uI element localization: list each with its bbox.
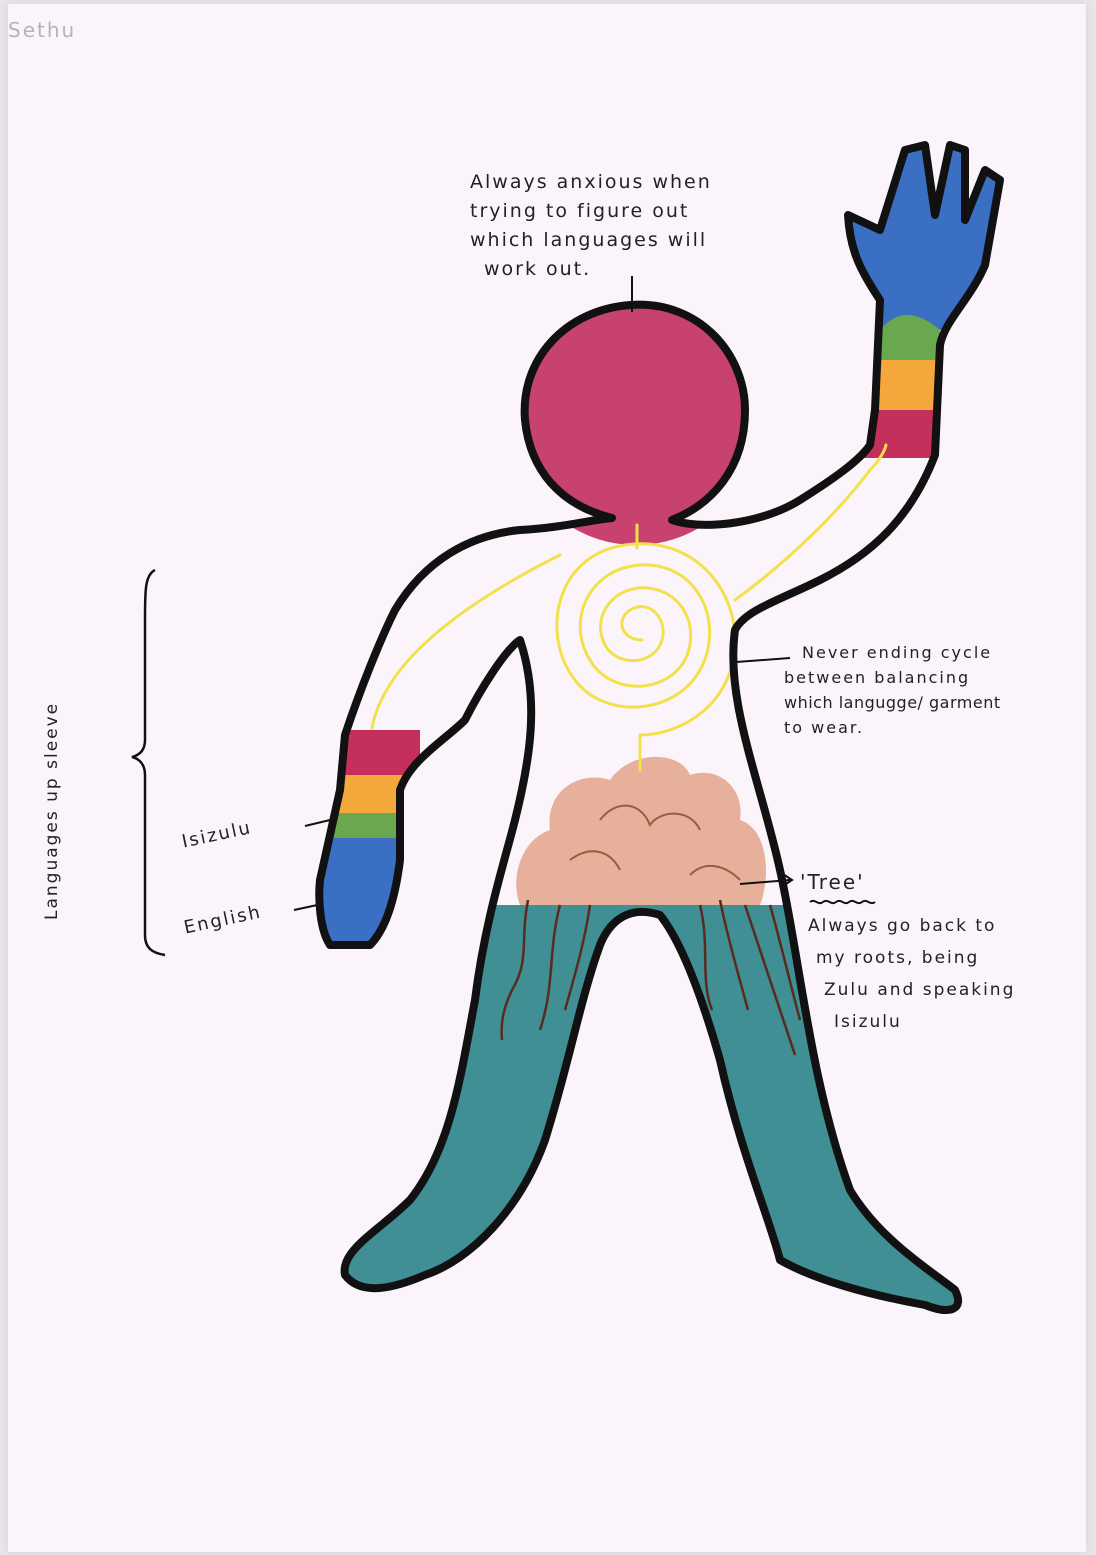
tree-note-line: my roots, being bbox=[808, 942, 1015, 974]
spiral-note-line: Never ending cycle bbox=[784, 640, 1001, 665]
head-note-line: Always anxious when bbox=[470, 168, 712, 197]
tree-note-line: Zulu and speaking bbox=[808, 974, 1015, 1006]
head-note-line: which languages will bbox=[470, 226, 712, 255]
sleeve-label: Languages up sleeve bbox=[42, 702, 62, 920]
head-note-line: work out. bbox=[470, 255, 712, 284]
tree-annotation: Always go back to my roots, being Zulu a… bbox=[808, 910, 1015, 1038]
tree-title: 'Tree' bbox=[800, 870, 865, 894]
brace bbox=[132, 570, 165, 955]
head-note-line: trying to figure out bbox=[470, 197, 712, 226]
head-annotation: Always anxious when trying to figure out… bbox=[470, 168, 712, 284]
spiral-note-line: which langugge/ garment bbox=[784, 690, 1001, 715]
spiral-note-line: to wear. bbox=[784, 715, 1001, 740]
spiral-note-line: between balancing bbox=[784, 665, 1001, 690]
spiral-annotation: Never ending cycle between balancing whi… bbox=[784, 640, 1001, 740]
tree-note-line: Isizulu bbox=[808, 1006, 1015, 1038]
tree-note-line: Always go back to bbox=[808, 910, 1015, 942]
